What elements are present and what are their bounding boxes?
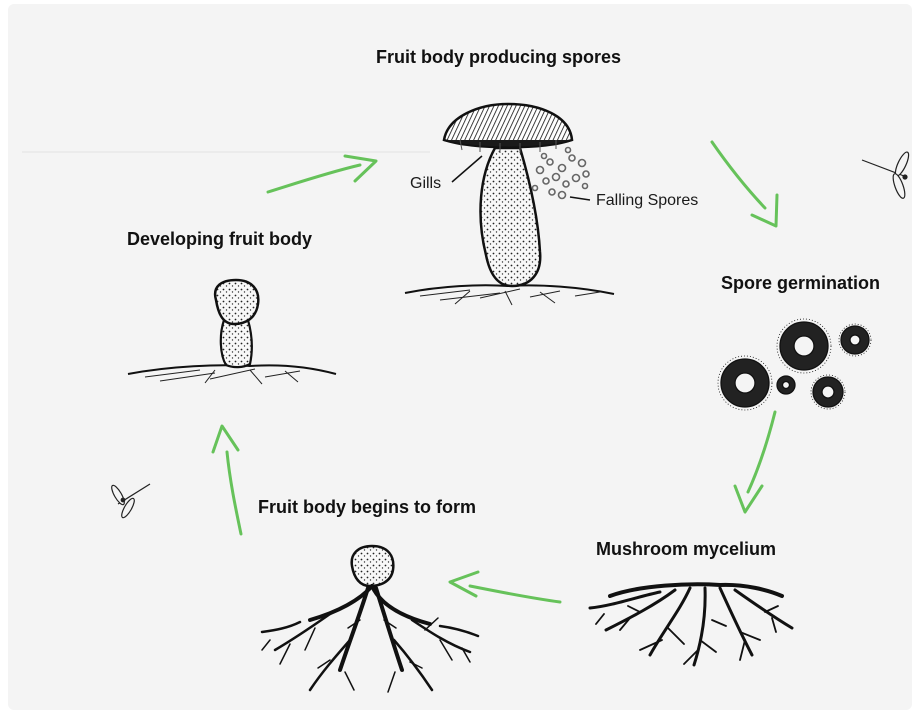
dragonfly-icon xyxy=(862,151,911,200)
label-spore-germination: Spore germination xyxy=(721,273,880,294)
gills-leader-line xyxy=(452,156,482,182)
arrow-developing-to-mature xyxy=(268,156,376,192)
label-fruit-body-spores: Fruit body producing spores xyxy=(376,47,621,68)
spores-leader-line xyxy=(570,197,590,200)
developing-mushroom-icon xyxy=(128,280,336,384)
arrow-forming-to-developing xyxy=(213,426,241,534)
mature-mushroom-icon xyxy=(405,104,614,305)
label-fruit-body-begins: Fruit body begins to form xyxy=(258,497,476,518)
dragonfly-icon xyxy=(109,484,150,520)
callout-gills: Gills xyxy=(410,175,441,193)
label-developing-fruit-body: Developing fruit body xyxy=(127,229,312,250)
falling-spores-icon xyxy=(533,148,590,199)
mycelium-icon xyxy=(590,584,792,665)
arrow-mycelium-to-forming xyxy=(450,572,560,602)
spore-germination-icon xyxy=(718,319,871,410)
arrow-germination-to-mycelium xyxy=(735,412,775,512)
forming-fruit-body-icon xyxy=(262,546,478,692)
label-mushroom-mycelium: Mushroom mycelium xyxy=(596,539,776,560)
callout-falling-spores: Falling Spores xyxy=(596,192,698,210)
arrow-mature-to-germination xyxy=(712,142,777,226)
